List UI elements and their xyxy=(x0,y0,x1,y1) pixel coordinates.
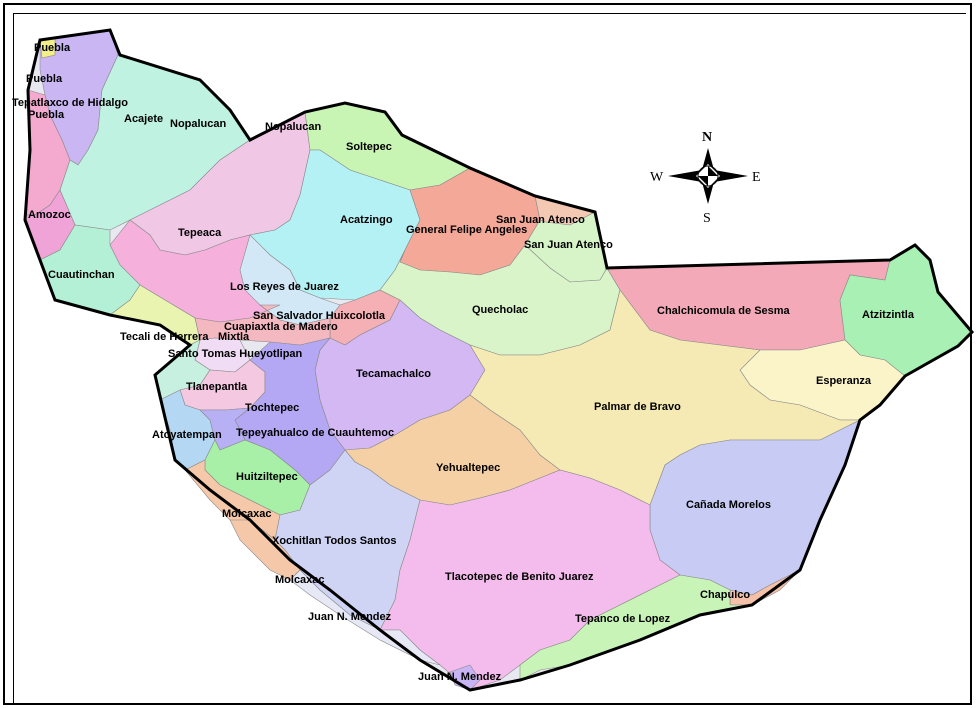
label-molcaxac-1: Molcaxac xyxy=(222,508,272,520)
label-acajete: Acajete xyxy=(124,113,163,125)
label-tecamachalco: Tecamachalco xyxy=(356,368,431,380)
compass-label-e: E xyxy=(752,170,761,185)
compass-label-s: S xyxy=(703,211,711,226)
label-palmar: Palmar de Bravo xyxy=(594,401,681,413)
label-puebla-3: Puebla xyxy=(28,109,65,121)
label-puebla-1: Puebla xyxy=(34,42,71,54)
compass-label-n: N xyxy=(702,130,712,145)
label-mixtla: Mixtla xyxy=(218,331,250,343)
label-nopalucan-2: Nopalucan xyxy=(265,121,322,133)
label-nopalucan-1: Nopalucan xyxy=(170,118,227,130)
label-acatzingo: Acatzingo xyxy=(340,214,393,226)
map-outer-boundary xyxy=(23,28,975,692)
label-yehualtepec: Yehualtepec xyxy=(436,462,500,474)
label-quecholac: Quecholac xyxy=(472,304,528,316)
map-frame-inner xyxy=(13,13,966,703)
label-molcaxac-2: Molcaxac xyxy=(275,574,325,586)
label-chalchicomula: Chalchicomula de Sesma xyxy=(657,305,791,317)
label-tlanepantla: Tlanepantla xyxy=(186,381,248,393)
compass-rose-icon xyxy=(668,148,748,204)
map-frame xyxy=(3,3,972,705)
region-molcaxac-2 xyxy=(229,519,301,581)
label-amozoc: Amozoc xyxy=(28,209,71,221)
label-tecali: Tecali de Herrera xyxy=(120,331,209,343)
label-canada: Cañada Morelos xyxy=(686,499,771,511)
label-atzitzintla: Atzitzintla xyxy=(862,309,915,321)
label-huitziltepec: Huitziltepec xyxy=(236,471,298,483)
label-juan-n-2: Juan N. Mendez xyxy=(418,671,502,683)
label-xochitlan: Xochitlan Todos Santos xyxy=(272,535,396,547)
label-tochtepec: Tochtepec xyxy=(245,402,299,414)
label-atoyatempan: Atoyatempan xyxy=(152,429,222,441)
compass-label-w: W xyxy=(650,170,664,185)
label-gral-felipe: General Felipe Angeles xyxy=(406,224,527,236)
region-molcaxac-1 xyxy=(184,459,281,541)
label-tepeaca: Tepeaca xyxy=(178,227,222,239)
region-juan-n-1 xyxy=(289,569,441,666)
region-labels: Puebla Puebla Tepatlaxco de Hidalgo Pueb… xyxy=(12,42,915,683)
label-san-salvador: San Salvador Huixcolotla xyxy=(253,310,386,322)
label-juan-n-1: Juan N. Mendez xyxy=(308,611,392,623)
label-tlacotepec: Tlacotepec de Benito Juarez xyxy=(445,571,594,583)
compass-rose: N S W E xyxy=(650,130,761,226)
label-san-juan-2: San Juan Atenco xyxy=(524,239,613,251)
label-los-reyes: Los Reyes de Juarez xyxy=(230,281,339,293)
label-soltepec: Soltepec xyxy=(346,141,392,153)
label-santo-tomas: Santo Tomas Hueyotlipan xyxy=(168,348,303,360)
label-chapulco: Chapulco xyxy=(700,589,750,601)
region-shapes xyxy=(23,28,975,692)
label-puebla-2: Puebla xyxy=(26,73,63,85)
label-cuautinchan: Cuautinchan xyxy=(48,269,115,281)
label-san-juan-1: San Juan Atenco xyxy=(496,214,585,226)
label-esperanza: Esperanza xyxy=(816,375,872,387)
label-tepeyahualco: Tepeyahualco de Cuauhtemoc xyxy=(236,427,394,439)
label-tepanco: Tepanco de Lopez xyxy=(575,613,671,625)
label-tepatlaxco: Tepatlaxco de Hidalgo xyxy=(12,97,128,109)
label-cuapiaxtla: Cuapiaxtla de Madero xyxy=(224,321,338,333)
